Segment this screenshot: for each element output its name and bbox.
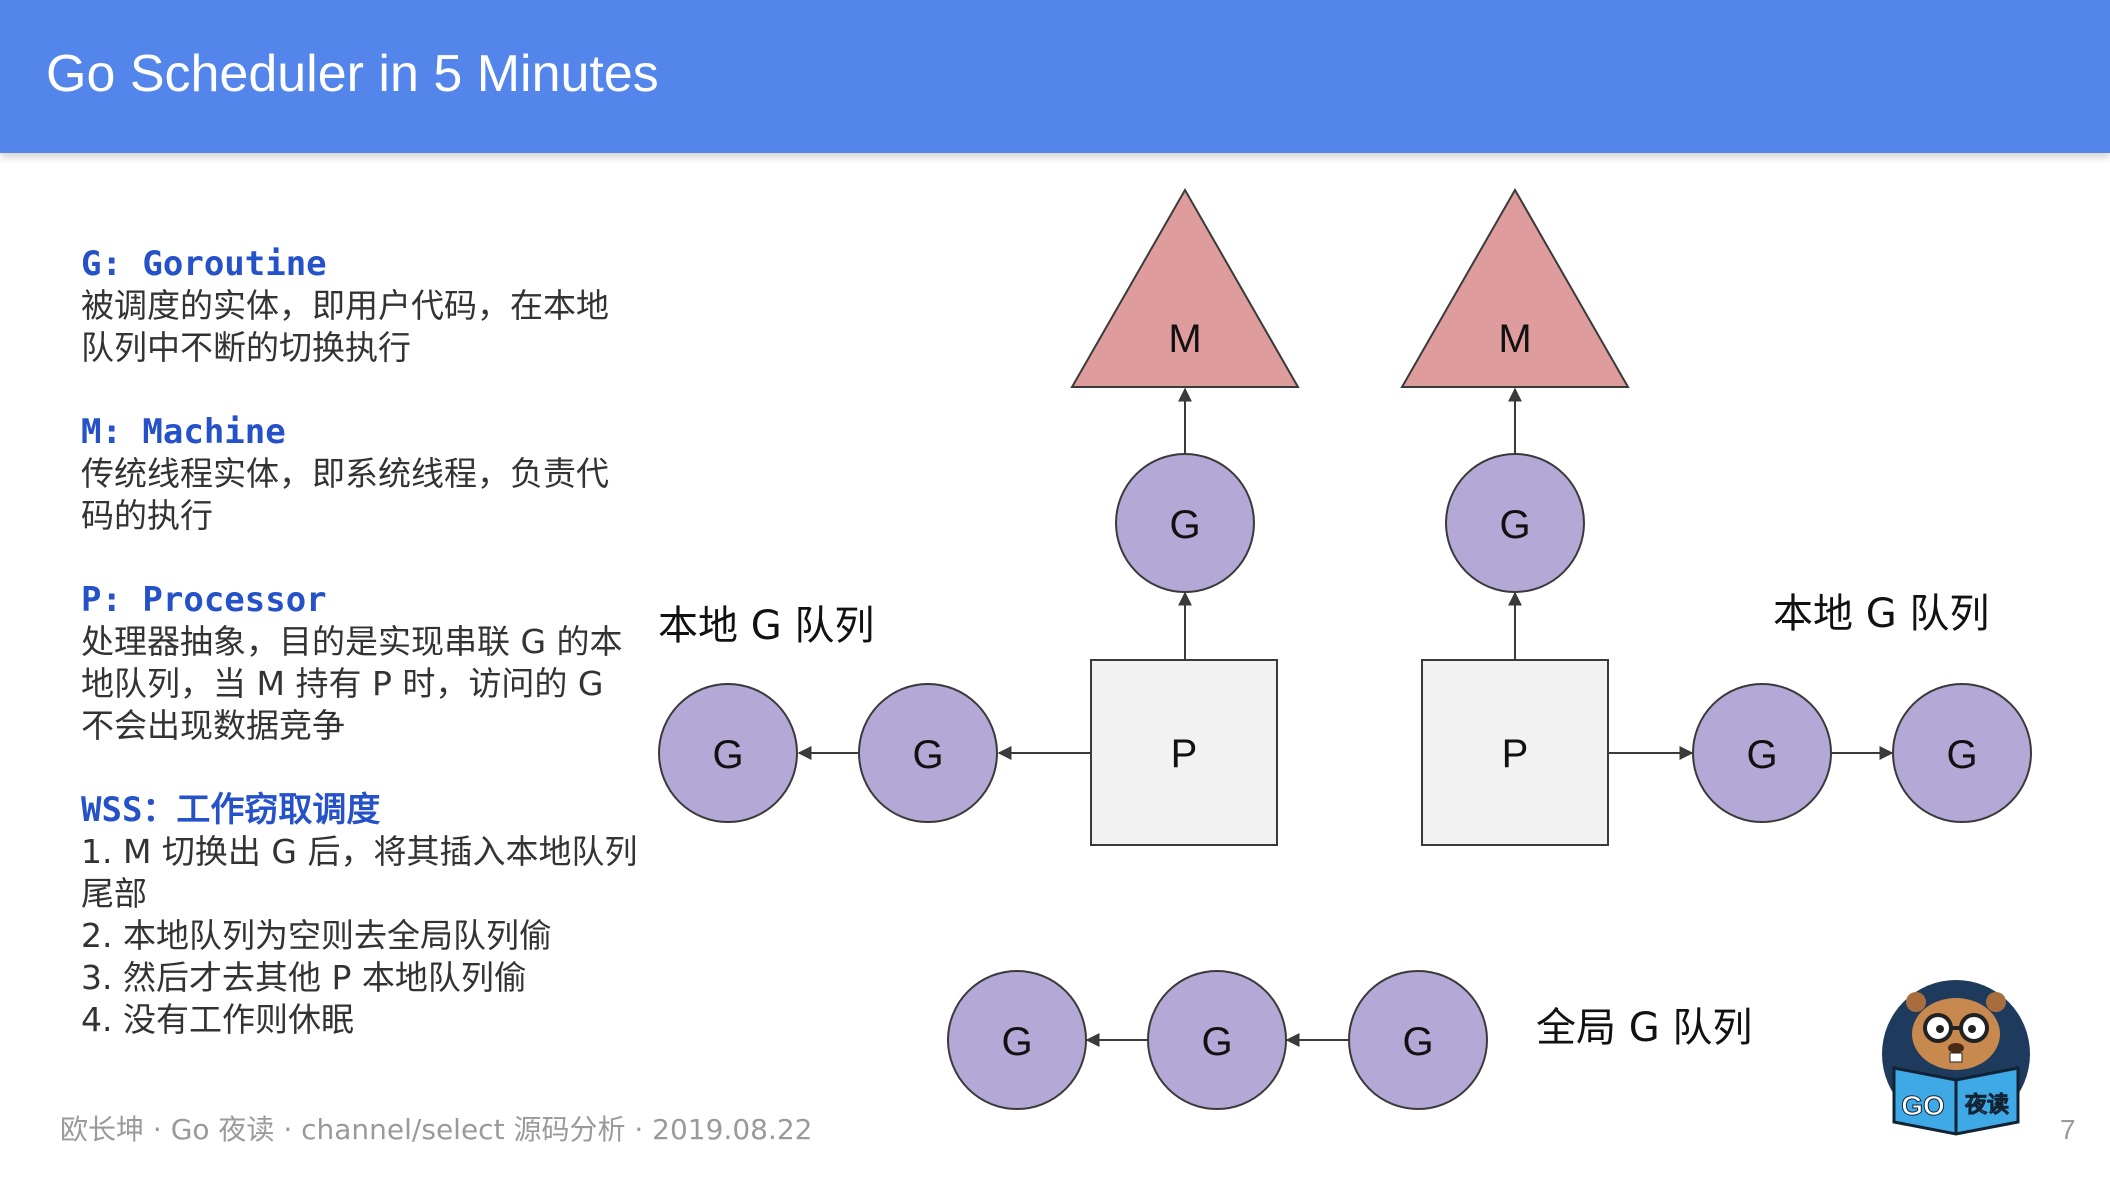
processor-p2: P	[1421, 659, 1609, 846]
local-queue-label-right: 本地 G 队列	[1773, 591, 1990, 637]
goroutine-circle-shape	[1115, 453, 1255, 593]
gopher-reading-book-icon: GO 夜读	[1882, 980, 2030, 1136]
page-number: 7	[2060, 1114, 2076, 1145]
section-machine-body: 传统线程实体，即系统线程，负责代码的执行	[81, 454, 609, 535]
section-processor: P: Processor 处理器抽象，目的是实现串联 G 的本地队列，当 M 持…	[81, 579, 641, 747]
global-queue-g1: G	[947, 970, 1087, 1110]
processor-box-shape	[1421, 659, 1609, 846]
goroutine-circle-shape	[947, 970, 1087, 1110]
goroutine-label: G	[712, 733, 743, 777]
machine-triangle-shape	[1070, 187, 1300, 388]
goroutine-label: G	[912, 733, 943, 777]
goroutine-label: G	[1746, 733, 1777, 777]
machine-m2: M	[1400, 187, 1630, 388]
section-processor-title: P: Processor	[81, 580, 327, 620]
machine-triangle-shape	[1400, 187, 1630, 388]
section-machine-title: M: Machine	[81, 412, 286, 452]
wss-step-3: 3. 然后才去其他 P 本地队列偷	[81, 958, 527, 997]
section-wss: WSS：工作窃取调度 1. M 切换出 G 后，将其插入本地队列尾部 2. 本地…	[81, 789, 641, 1041]
machine-label: M	[1498, 317, 1531, 361]
machine-m1: M	[1070, 187, 1300, 388]
goroutine-label: G	[1402, 1020, 1433, 1064]
goroutine-label: G	[1946, 733, 1977, 777]
machine-label: M	[1168, 317, 1201, 361]
goroutine-circle-shape	[1692, 683, 1832, 823]
section-wss-title: WSS：工作窃取调度	[81, 790, 381, 830]
goroutine-circle-shape	[858, 683, 998, 823]
global-queue-g3: G	[1348, 970, 1488, 1110]
global-queue-g2: G	[1147, 970, 1287, 1110]
section-goroutine: G: Goroutine 被调度的实体，即用户代码，在本地队列中不断的切换执行	[81, 243, 641, 369]
processor-label: P	[1502, 732, 1529, 776]
section-machine: M: Machine 传统线程实体，即系统线程，负责代码的执行	[81, 411, 641, 537]
goroutine-label: G	[1001, 1020, 1032, 1064]
section-processor-body: 处理器抽象，目的是实现串联 G 的本地队列，当 M 持有 P 时，访问的 G 不…	[81, 622, 623, 745]
wss-step-4: 4. 没有工作则休眠	[81, 1000, 354, 1039]
goroutine-label: G	[1169, 503, 1200, 547]
header-bar: Go Scheduler in 5 Minutes	[0, 0, 2110, 153]
section-goroutine-title: G: Goroutine	[81, 244, 327, 284]
slide-title: Go Scheduler in 5 Minutes	[46, 45, 659, 103]
goroutine-circle-shape	[1147, 970, 1287, 1110]
goroutine-circle-shape	[1348, 970, 1488, 1110]
wss-steps-list: 1. M 切换出 G 后，将其插入本地队列尾部 2. 本地队列为空则去全局队列偷…	[81, 831, 641, 1041]
section-goroutine-body: 被调度的实体，即用户代码，在本地队列中不断的切换执行	[81, 286, 609, 367]
running-goroutine-2: G	[1445, 453, 1585, 593]
definitions-panel: G: Goroutine 被调度的实体，即用户代码，在本地队列中不断的切换执行 …	[81, 243, 641, 1083]
local-queue-right-g1: G	[1692, 683, 1832, 823]
global-queue-label: 全局 G 队列	[1536, 1005, 1753, 1051]
running-goroutine-1: G	[1115, 453, 1255, 593]
local-queue-left-g1: G	[658, 683, 798, 823]
processor-box-shape	[1090, 659, 1278, 846]
footer-credits: 欧长坤 · Go 夜读 · channel/select 源码分析 · 2019…	[60, 1113, 813, 1146]
goroutine-label: G	[1499, 503, 1530, 547]
goroutine-circle-shape	[658, 683, 798, 823]
local-queue-left-g2: G	[858, 683, 998, 823]
goroutine-circle-shape	[1445, 453, 1585, 593]
diagram-edges	[797, 387, 1894, 1047]
wss-step-1: 1. M 切换出 G 后，将其插入本地队列尾部	[81, 832, 638, 913]
goroutine-circle-shape	[1892, 683, 2032, 823]
svg-text:GO: GO	[1901, 1090, 1945, 1121]
local-queue-right-g2: G	[1892, 683, 2032, 823]
svg-text:夜读: 夜读	[1964, 1092, 2009, 1118]
processor-label: P	[1171, 732, 1198, 776]
goroutine-label: G	[1201, 1020, 1232, 1064]
wss-step-2: 2. 本地队列为空则去全局队列偷	[81, 916, 552, 955]
processor-p1: P	[1090, 659, 1278, 846]
local-queue-label-left: 本地 G 队列	[658, 603, 875, 649]
